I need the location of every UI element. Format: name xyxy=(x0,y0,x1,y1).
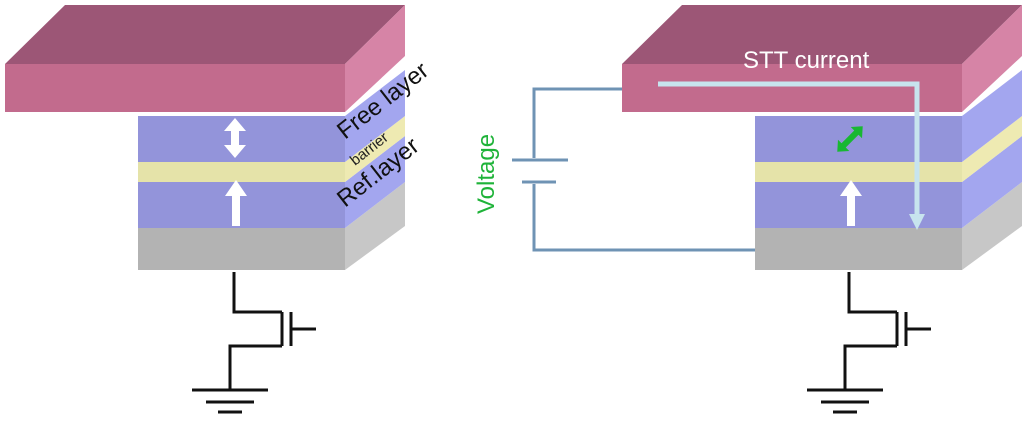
right-ref-layer-up-arrow xyxy=(840,180,862,226)
right-mtj-stack xyxy=(622,5,1022,270)
right-free-layer xyxy=(755,116,962,162)
left-access-transistor xyxy=(192,272,316,414)
right-substrate xyxy=(755,228,962,270)
left-free-layer-bidirectional-arrow xyxy=(224,118,246,158)
right-free-layer-side xyxy=(962,70,1022,162)
right-electrode-side xyxy=(962,5,1022,112)
left-free-layer-side xyxy=(345,70,405,162)
right-ref-layer-side xyxy=(962,136,1022,228)
right-electrode-front xyxy=(622,64,962,112)
left-mtj-stack: Free layer barrier Ref.layer xyxy=(5,5,434,270)
voltage-label: Voltage xyxy=(473,134,500,214)
left-free-layer xyxy=(138,116,345,162)
stt-current-label: STT current xyxy=(743,47,870,74)
left-electrode-top xyxy=(5,5,405,64)
left-substrate-side xyxy=(345,182,405,270)
left-barrier-side xyxy=(345,116,405,182)
left-electrode-front xyxy=(5,64,345,112)
left-barrier xyxy=(138,162,345,182)
right-barrier-side xyxy=(962,116,1022,182)
right-substrate-side xyxy=(962,182,1022,270)
left-ref-layer-side xyxy=(345,136,405,228)
right-free-layer-tilted-arrow xyxy=(837,126,863,152)
right-access-transistor xyxy=(807,272,931,414)
left-electrode-side xyxy=(345,5,405,112)
voltage-circuit xyxy=(512,87,755,252)
stt-current-arrow xyxy=(658,81,926,231)
right-barrier xyxy=(755,162,962,182)
right-electrode-top xyxy=(622,5,1022,64)
left-ref-layer-up-arrow xyxy=(225,180,247,226)
left-substrate xyxy=(138,228,345,270)
right-ref-layer xyxy=(755,182,962,228)
